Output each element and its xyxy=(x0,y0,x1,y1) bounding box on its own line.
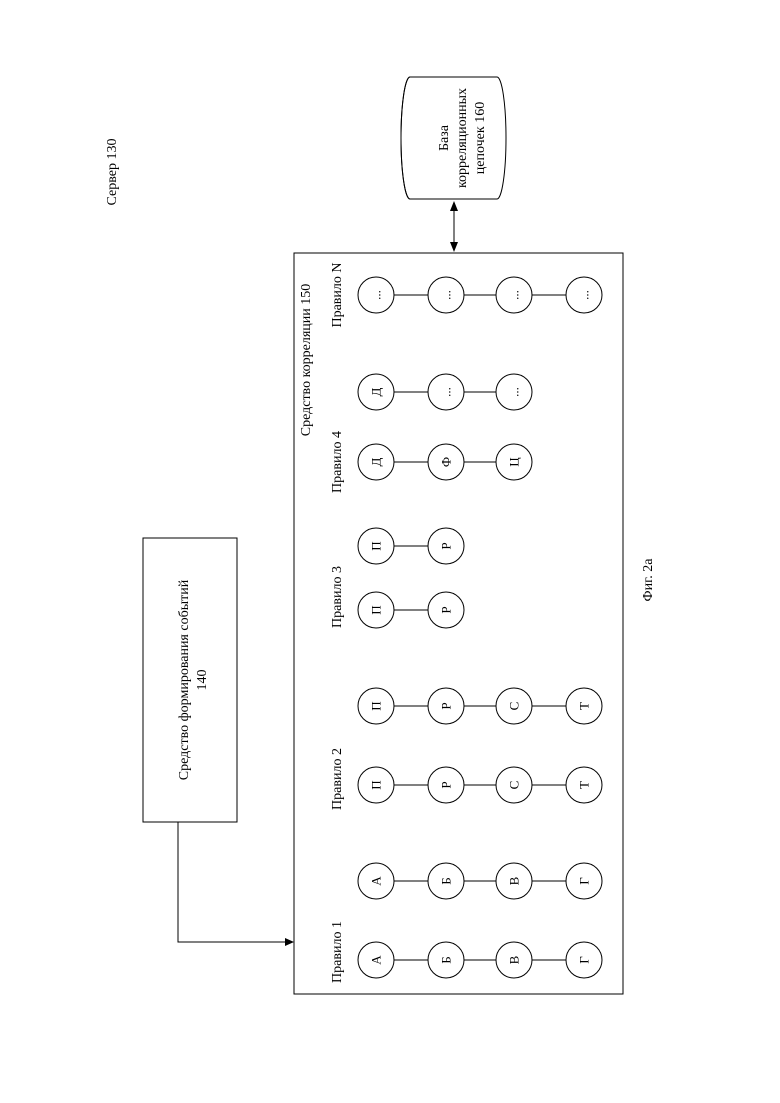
rule-label: Правило N xyxy=(330,262,345,327)
event-node-label: Ц xyxy=(507,457,522,467)
event-node-label: В xyxy=(507,876,522,885)
database-label-line3: цепочек 160 xyxy=(473,102,488,174)
event-node-label: Р xyxy=(439,781,454,788)
database-link-arrow-down xyxy=(450,242,458,252)
event-node-label: Б xyxy=(439,877,454,884)
connector-arrowhead xyxy=(285,938,294,946)
event-node-label: Т xyxy=(577,702,592,710)
event-node-label: С xyxy=(507,702,522,711)
event-node-label: П xyxy=(369,605,384,614)
database-link-arrow-up xyxy=(450,201,458,211)
event-node-label: А xyxy=(369,876,384,886)
event-node-label: ... xyxy=(439,290,454,300)
server-label: Сервер 130 xyxy=(105,139,120,206)
event-tool-label-line2: 140 xyxy=(195,670,210,691)
rule-label: Правило 3 xyxy=(330,566,345,628)
event-node-label: А xyxy=(369,955,384,965)
event-node-label: ... xyxy=(369,290,384,300)
event-to-correlation-connector xyxy=(178,822,286,942)
event-node-label: Д xyxy=(369,457,384,466)
database-cylinder xyxy=(401,77,506,199)
event-node-label: Р xyxy=(439,702,454,709)
event-node-label: С xyxy=(507,781,522,790)
event-node-label: П xyxy=(369,701,384,710)
event-node-label: Т xyxy=(577,781,592,789)
event-tool-label-line1: Средство формирования событий xyxy=(177,579,192,780)
event-node-label: ... xyxy=(507,387,522,397)
rules-layer: Правило 1АБВГАБВГПравило 2ПРСТПРСТПравил… xyxy=(330,262,602,982)
event-node-label: Д xyxy=(369,387,384,396)
database-label-line1: База xyxy=(437,124,452,151)
rule-group: Правило N............ xyxy=(330,262,602,327)
rule-group: Правило 4 Д Ф Ц Д...... xyxy=(330,374,532,493)
figure-caption: Фиг. 2а xyxy=(641,558,656,602)
event-node-label: Г xyxy=(577,956,592,964)
event-node-label: В xyxy=(507,955,522,964)
rule-group: Правило 1 А Б В Г А Б В Г xyxy=(330,863,602,983)
rule-label: Правило 1 xyxy=(330,921,345,983)
event-node-label: Р xyxy=(439,606,454,613)
event-node-label: ... xyxy=(577,290,592,300)
event-node-label: ... xyxy=(507,290,522,300)
event-node-label: Ф xyxy=(439,457,454,467)
event-node-label: ... xyxy=(439,387,454,397)
database-label-line2: корреляционных xyxy=(455,88,470,188)
event-node-label: Б xyxy=(439,956,454,963)
rule-label: Правило 4 xyxy=(330,431,345,493)
event-node-label: Р xyxy=(439,542,454,549)
event-node-label: Г xyxy=(577,877,592,885)
event-node-label: П xyxy=(369,541,384,550)
event-node-label: П xyxy=(369,780,384,789)
correlation-tool-label: Средство корреляции 150 xyxy=(299,284,314,437)
rule-label: Правило 2 xyxy=(330,748,345,810)
rule-group: Правило 2 П Р С Т П Р С Т xyxy=(330,688,602,810)
rule-group: Правило 3 П Р П Р xyxy=(330,528,464,628)
